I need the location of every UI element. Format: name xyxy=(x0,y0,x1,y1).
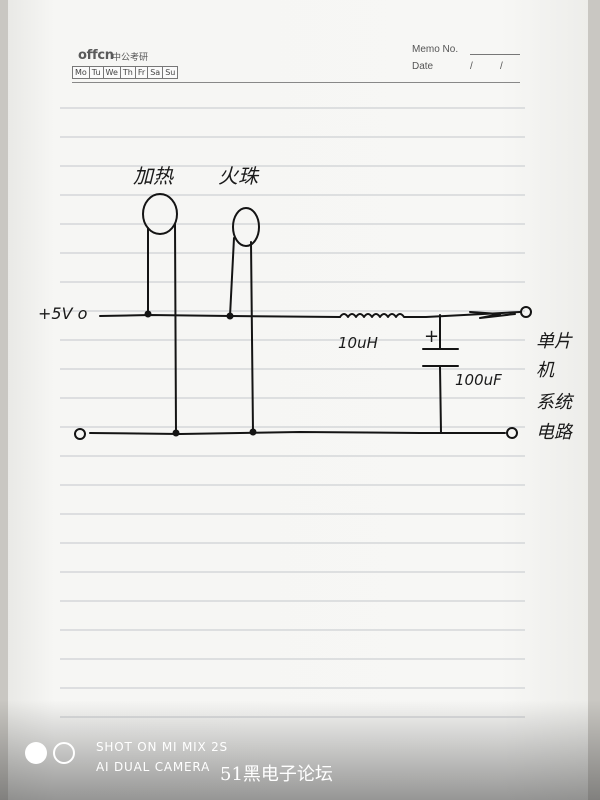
label-component-2: 火珠 xyxy=(218,164,258,188)
notebook-header: offcn 中公考研 Mo Tu We Th Fr Sa Su Memo No.… xyxy=(72,44,527,84)
memo-underline xyxy=(470,54,520,55)
side-label-line: 单片 xyxy=(536,331,572,352)
junction-dot xyxy=(172,429,180,437)
component-2-lead xyxy=(229,237,235,317)
date-separator: / xyxy=(500,61,503,72)
date-label: Date xyxy=(412,61,434,72)
camera-watermark-line2: AI DUAL CAMERA xyxy=(96,760,211,774)
weekday-box: Su xyxy=(162,66,179,79)
label-capacitor-plus: + xyxy=(424,326,440,347)
label-inductor: 10uH xyxy=(338,334,378,352)
side-label-line: 系统 xyxy=(536,392,572,413)
weekday-box: Fr xyxy=(134,66,149,79)
camera-ring-icon xyxy=(53,742,75,764)
supply-wire xyxy=(99,314,341,318)
inductor-symbol xyxy=(339,311,521,318)
brand-name: 中公考研 xyxy=(112,53,149,63)
camera-dot-icon xyxy=(25,742,47,764)
label-capacitor: 100uF xyxy=(455,371,502,389)
date-separator: / xyxy=(470,61,473,72)
junction-dot xyxy=(249,428,257,436)
terminal-bottom-right xyxy=(506,427,518,439)
component-1-lead xyxy=(174,223,177,434)
label-voltage: +5V o xyxy=(38,304,88,323)
component-2-lead xyxy=(250,241,254,433)
photo-shade xyxy=(0,700,600,800)
terminal-top-right xyxy=(520,306,532,318)
header-rule xyxy=(72,82,520,83)
wire-scribble xyxy=(469,311,516,319)
side-label-line: 机 xyxy=(536,360,554,381)
brand-logo: offcn xyxy=(78,48,114,63)
camera-watermark-line1: SHOT ON MI MIX 2S xyxy=(96,740,228,754)
label-component-1: 加热 xyxy=(133,164,173,188)
capacitor-lead-bottom xyxy=(439,366,442,434)
terminal-bottom-left xyxy=(74,428,86,440)
memo-label: Memo No. xyxy=(412,44,459,55)
component-2-body xyxy=(232,207,260,247)
side-label-line: 电路 xyxy=(536,422,572,443)
side-label: 单片 机 系统 电路 xyxy=(536,330,576,448)
notebook-page xyxy=(8,0,588,800)
component-1-body xyxy=(142,193,178,235)
junction-dot xyxy=(226,312,234,320)
camera-logo xyxy=(25,742,81,764)
forum-watermark: 51黑电子论坛 xyxy=(220,764,333,785)
junction-dot xyxy=(144,310,152,318)
ground-wire xyxy=(89,431,506,435)
weekday-boxes: Mo Tu We Th Fr Sa Su xyxy=(72,66,179,79)
